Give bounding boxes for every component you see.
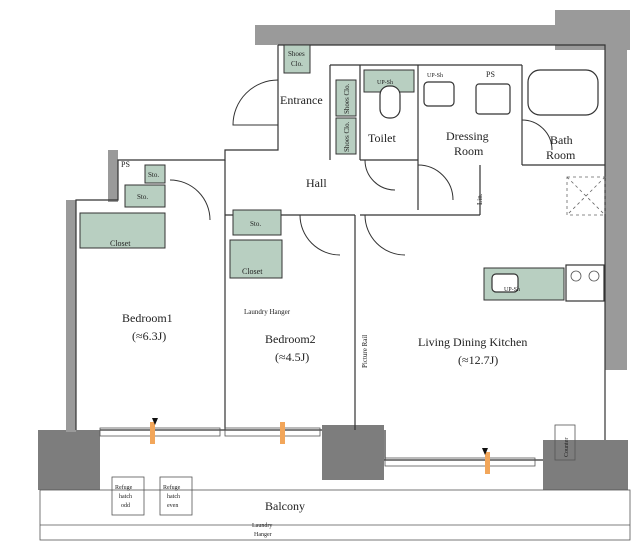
shoes-closet-top [283,44,311,74]
shoes-closet-side2 [335,117,357,155]
storage-2 [124,184,166,208]
entrance-label: Entrance [280,93,323,107]
dressing-door [417,164,454,201]
ps-label-1: PS [121,160,130,169]
ups-toilet-label: UP-Sh [377,80,393,86]
bathtub-icon [527,69,599,116]
doors [169,79,553,256]
shoes-clo-side1: Shoes Clo. [343,83,351,114]
hall-label: Hall [306,176,327,190]
room-labels: Entrance Toilet Dressing Room Bath Room … [122,93,576,513]
shoes-clo-top-2: Clo. [291,60,303,68]
refuge-odd-1: Refuge [115,484,133,491]
ps-label-2: PS [486,70,495,79]
accent-mark-1 [150,422,155,444]
bedroom2-size: (≈4.5J) [275,350,309,364]
bedroom2-name: Bedroom2 [265,332,316,346]
bedroom1-door [169,179,211,221]
entry-marker-1 [152,418,158,425]
refuge-odd-2: hatch [119,494,132,500]
walls [38,10,630,490]
sto-label-3: Sto. [250,220,261,228]
ldk-name: Living Dining Kitchen [418,335,527,349]
refuge-even-1: Refuge [163,484,181,491]
bedroom1-size: (≈6.3J) [132,329,166,343]
ups-dressing-label: UP-Sh [427,73,443,79]
left-column [38,430,100,490]
counter-label: Counter [564,438,570,457]
lin-label: Lin. [476,193,484,205]
accent-mark-2 [280,422,285,444]
mid-column [322,425,384,480]
left-wall [66,200,76,432]
stove-icon [565,264,605,302]
bath-door [521,119,553,151]
fixtures [379,69,606,461]
small-labels: Shoes Clo. Shoes Clo. Shoes Clo. PS PS S… [110,50,570,538]
storage-3 [232,209,282,236]
accent-mark-3 [485,452,490,474]
ldk-door [364,214,406,256]
ldk-size: (≈12.7J) [458,353,498,367]
closet1-label: Closet [110,239,131,248]
shoes-closet-side1 [335,79,357,117]
counter-fixture [554,424,576,461]
ps-wall [108,150,118,202]
bedroom1-name: Bedroom1 [122,311,173,325]
top-wall [255,25,555,45]
balcony-label: Balcony [265,499,305,513]
closet-bedroom1 [79,212,166,249]
closet-bedroom2 [229,239,283,279]
dressing-label: Dressing [446,129,489,143]
refuge-hatch-odd [111,476,145,516]
refuge-hatch-even [159,476,193,516]
sto-label-1: Sto. [148,171,159,179]
washbasin-icon [423,81,455,107]
ups-kitchen-label: UP-Sh [504,287,520,293]
laundry-hanger-label: Laundry Hanger [244,308,291,316]
entrance-door [232,79,279,126]
right-wall [605,50,627,370]
refuge-odd-3: odd [121,503,130,509]
shoes-clo-top-1: Shoes [288,50,305,58]
windows [99,418,536,474]
ventilation-icon [566,176,606,216]
laundry-hanger-balcony-1: Laundry [252,523,272,529]
toilet-door [364,159,396,191]
washing-machine-icon [475,83,511,115]
refuge-even-3: even [167,503,178,509]
bath-label: Bath [550,133,573,147]
storage [79,44,565,301]
bath-room-label: Room [546,148,576,162]
sto-label-2: Sto. [137,193,148,201]
entry-marker-2 [482,448,488,455]
bedroom2-door [299,214,341,256]
refuge-hatches [111,476,193,516]
laundry-hanger-balcony-2: Hanger [254,532,272,538]
shoes-clo-side2: Shoes Clo. [343,121,351,152]
toilet-label: Toilet [368,131,396,145]
right-top-column [555,10,630,50]
dressing-room-label: Room [454,144,484,158]
sink-icon [491,273,519,293]
refuge-even-2: hatch [167,494,180,500]
right-bottom-column [543,440,628,490]
toilet-fixture [379,85,401,119]
picture-rail-label: Picture Rail [361,335,369,368]
storage-1 [144,164,166,184]
closet2-label: Closet [242,267,263,276]
